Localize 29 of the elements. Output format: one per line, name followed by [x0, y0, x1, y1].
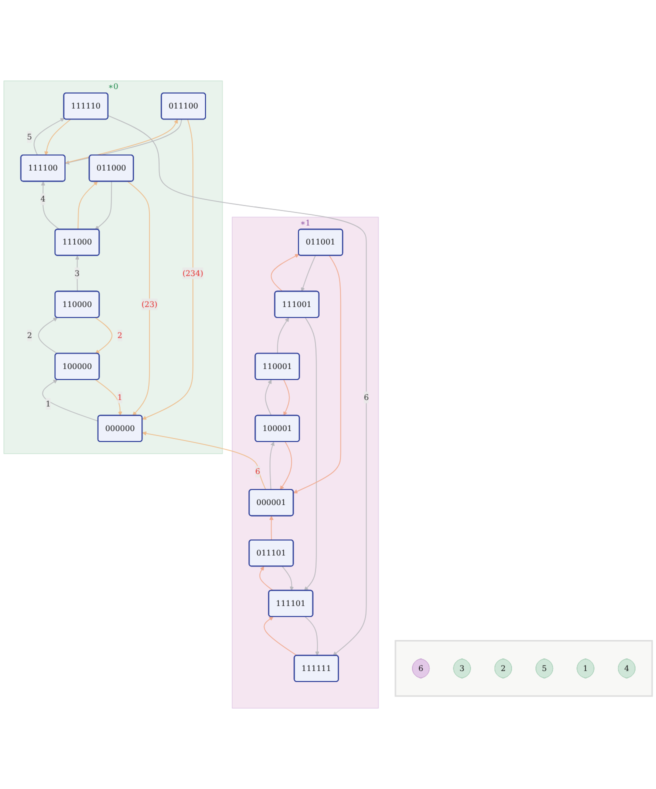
cluster	[394, 640, 653, 697]
arrow	[259, 566, 274, 591]
arrow	[78, 181, 98, 230]
arrow	[108, 115, 367, 656]
arrow	[300, 255, 316, 292]
arrow	[277, 317, 289, 354]
arrow	[142, 119, 194, 420]
arrow	[40, 181, 60, 230]
arrow	[44, 119, 71, 156]
arrow	[95, 317, 112, 354]
arrow	[304, 616, 320, 656]
arrow	[270, 254, 300, 292]
arrow	[264, 616, 298, 656]
arrow	[94, 181, 112, 230]
arrow	[142, 431, 266, 490]
arrow	[304, 317, 317, 591]
arrow	[283, 379, 290, 416]
arrow	[127, 181, 150, 416]
arrow	[42, 379, 99, 422]
arrow	[75, 255, 80, 292]
arrow	[38, 317, 58, 354]
arrow	[282, 566, 294, 591]
arrow	[270, 442, 275, 490]
arrow	[269, 516, 274, 541]
arrow	[265, 380, 272, 416]
arrow	[293, 255, 342, 494]
arrow	[280, 441, 292, 490]
arrow	[34, 118, 65, 156]
arrow	[95, 379, 122, 416]
